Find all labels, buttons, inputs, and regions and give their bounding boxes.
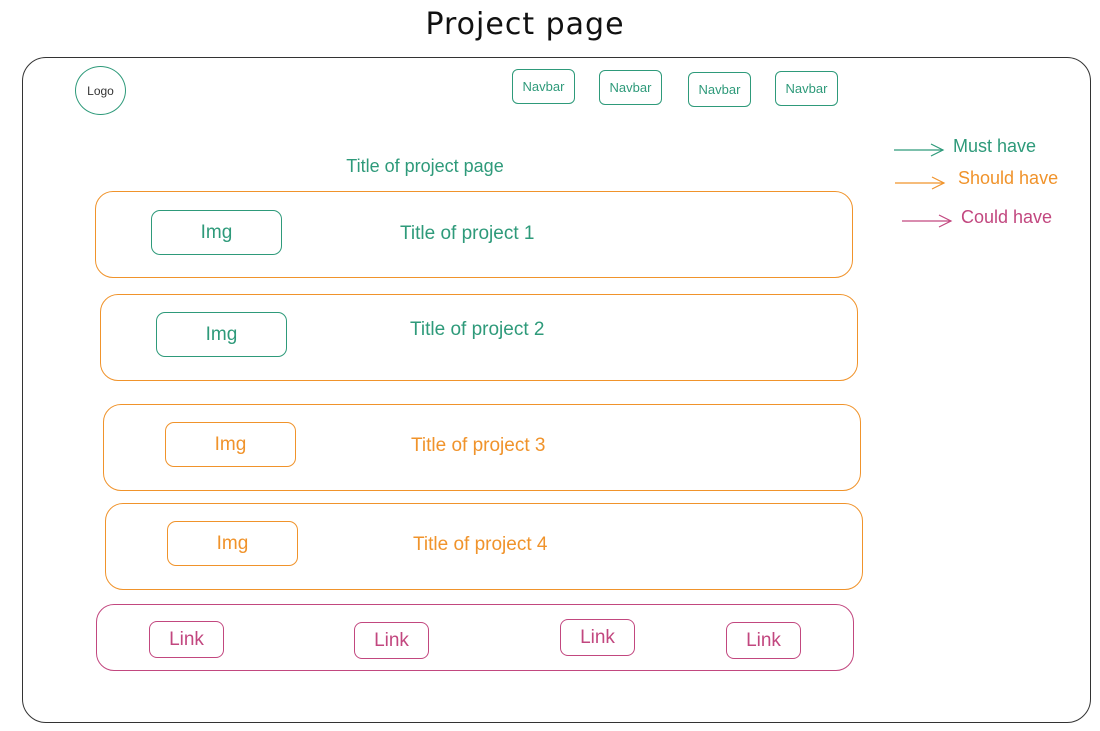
- footer-link-4[interactable]: Link: [726, 622, 801, 659]
- project-image-2[interactable]: Img: [156, 312, 287, 357]
- project-title-1: Title of project 1: [400, 223, 535, 244]
- project-image-3[interactable]: Img: [165, 422, 296, 467]
- legend-label-should: Should have: [958, 168, 1059, 188]
- project-image-1[interactable]: Img: [151, 210, 282, 255]
- legend-label-must: Must have: [953, 136, 1037, 156]
- logo[interactable]: Logo: [75, 66, 126, 115]
- navbar-item-3[interactable]: Navbar: [688, 72, 751, 107]
- footer-link-1[interactable]: Link: [149, 621, 224, 658]
- page-frame: [22, 57, 1091, 723]
- page-title: Title of project page: [346, 155, 504, 176]
- project-card-1[interactable]: [95, 191, 853, 278]
- footer-links-bar: [96, 604, 854, 671]
- legend-arrow-should: [895, 176, 946, 190]
- legend-arrow-could: [902, 214, 953, 228]
- footer-link-2[interactable]: Link: [354, 622, 429, 659]
- navbar-item-1[interactable]: Navbar: [512, 69, 575, 104]
- footer-link-3[interactable]: Link: [560, 619, 635, 656]
- project-card-2[interactable]: [100, 294, 858, 381]
- diagram-title: Project page: [425, 6, 625, 42]
- project-title-3: Title of project 3: [411, 435, 546, 456]
- legend-arrow-must: [894, 143, 945, 157]
- navbar-item-4[interactable]: Navbar: [775, 71, 838, 106]
- navbar-item-2[interactable]: Navbar: [599, 70, 662, 105]
- project-image-4[interactable]: Img: [167, 521, 298, 566]
- project-title-4: Title of project 4: [413, 534, 548, 555]
- project-title-2: Title of project 2: [410, 319, 545, 340]
- project-card-3[interactable]: [103, 404, 861, 491]
- project-card-4[interactable]: [105, 503, 863, 590]
- legend-label-could: Could have: [961, 207, 1053, 227]
